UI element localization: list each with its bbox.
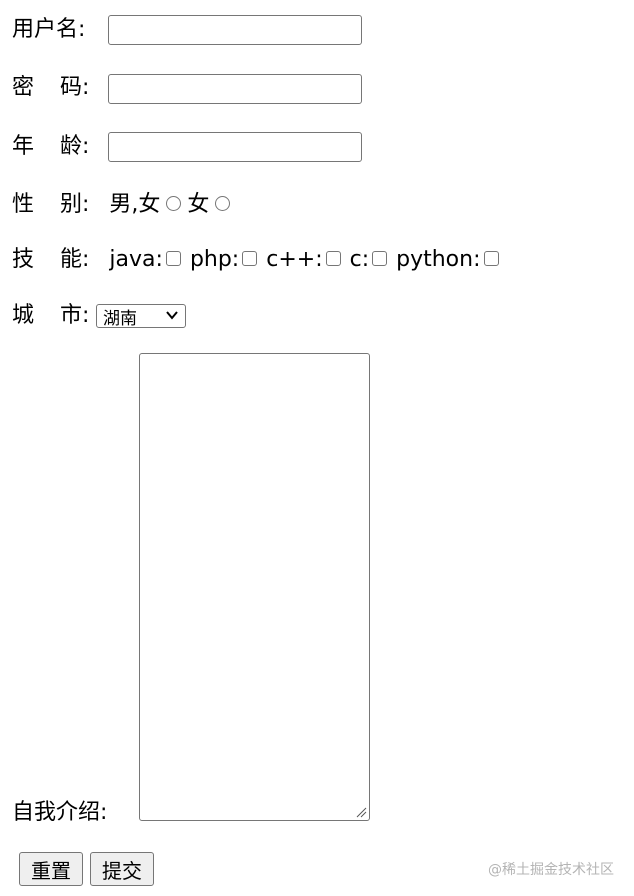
- password-label-char1: 密: [12, 75, 35, 100]
- gender-label: 性 别:: [12, 194, 89, 216]
- skill-checkbox-python[interactable]: [483, 250, 499, 266]
- resize-grip-icon[interactable]: [355, 806, 367, 818]
- username-label: 用户名:: [12, 17, 86, 42]
- skill-label-cpp: c++:: [266, 247, 323, 272]
- age-label-char2: 龄:: [60, 134, 90, 159]
- intro-label: 自我介绍:: [12, 800, 108, 825]
- skills-row: 技 能: java: php: c++: c: python:: [12, 243, 508, 277]
- chevron-down-icon: [166, 311, 178, 320]
- username-row: 用户名:: [12, 13, 85, 47]
- age-row: 年 龄:: [12, 130, 89, 164]
- gender-radio-1[interactable]: [166, 195, 182, 211]
- password-input[interactable]: [108, 74, 362, 104]
- skill-checkbox-java[interactable]: [165, 250, 181, 266]
- city-row: 城 市:: [12, 299, 89, 333]
- watermark: @稀土掘金技术社区: [488, 862, 614, 878]
- skills-label-char2: 能:: [60, 247, 90, 272]
- city-select[interactable]: 湖南: [96, 304, 186, 329]
- gender-option-label: 男,女: [109, 192, 161, 217]
- skill-checkbox-php[interactable]: [242, 250, 258, 266]
- intro-textarea[interactable]: [139, 353, 370, 821]
- skill-label-java: java:: [109, 247, 163, 272]
- username-input[interactable]: [108, 15, 362, 45]
- skills-label-char1: 技: [12, 247, 35, 272]
- gender-option-label: 女: [187, 192, 210, 217]
- gender-label-char1: 性: [12, 192, 35, 217]
- password-row: 密 码:: [12, 71, 89, 105]
- age-label: 年 龄:: [12, 136, 89, 158]
- city-label-char2: 市:: [60, 303, 90, 328]
- password-label: 密 码:: [12, 77, 89, 99]
- password-label-char2: 码:: [60, 75, 90, 100]
- submit-button[interactable]: 提交: [90, 852, 154, 886]
- intro-row: 自我介绍:: [12, 796, 107, 830]
- gender-radio-2[interactable]: [215, 195, 231, 211]
- city-label-char1: 城: [12, 303, 35, 328]
- age-input[interactable]: [108, 132, 362, 162]
- gender-row: 性 别: 男,女 女: [12, 188, 236, 222]
- reset-button[interactable]: 重置: [19, 852, 83, 886]
- skills-label: 技 能:: [12, 249, 89, 271]
- city-select-value: 湖南: [103, 308, 137, 329]
- skill-checkbox-c[interactable]: [372, 250, 388, 266]
- gender-label-char2: 别:: [60, 192, 90, 217]
- skill-checkbox-cpp[interactable]: [325, 250, 341, 266]
- city-label: 城 市:: [12, 305, 89, 327]
- skill-label-php: php:: [189, 247, 240, 272]
- skill-label-c: c:: [349, 247, 370, 272]
- skill-label-python: python:: [396, 247, 481, 272]
- age-label-char1: 年: [12, 134, 35, 159]
